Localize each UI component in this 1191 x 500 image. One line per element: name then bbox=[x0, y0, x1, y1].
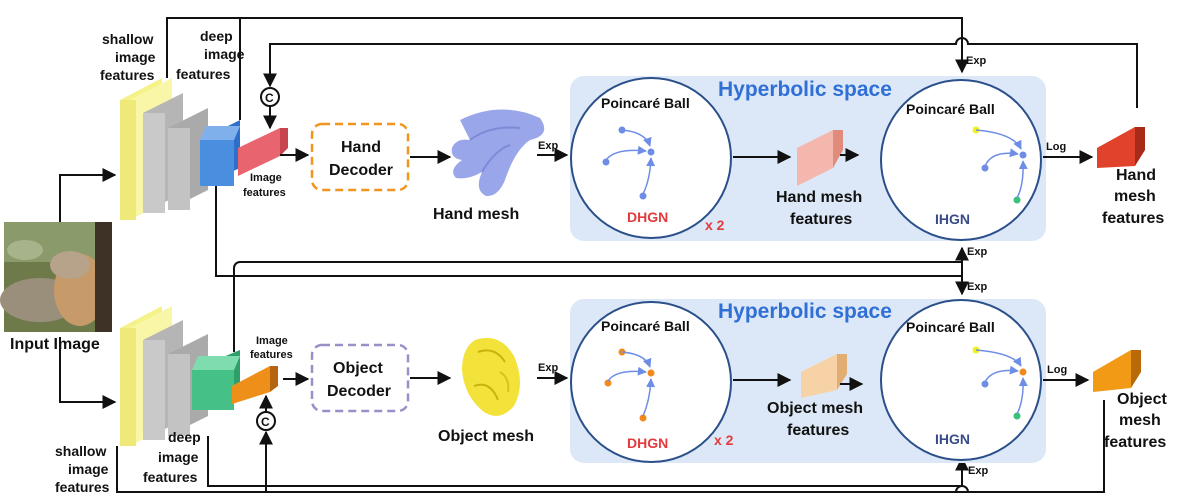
hand-out-label-2: mesh bbox=[1114, 188, 1156, 205]
object-exp-label: Exp bbox=[538, 362, 558, 374]
ihgn-bottom-node-blue bbox=[981, 380, 989, 388]
hand-decoder-label-1: Hand bbox=[341, 139, 381, 156]
object-feedback-loop bbox=[259, 430, 1104, 493]
bottom-encoder-stack bbox=[120, 306, 240, 446]
ihgn-top-node-blue bbox=[981, 164, 989, 172]
object-image-features-label-2: features bbox=[250, 349, 293, 361]
dhgn-top-node-3 bbox=[639, 192, 647, 200]
top-log-label: Log bbox=[1046, 141, 1066, 153]
hyperbolic-title-top: Hyperbolic space bbox=[718, 78, 892, 101]
top-exp-label-upper: Exp bbox=[966, 55, 986, 67]
ihgn-ball-bottom bbox=[880, 299, 1042, 461]
ihgn-ball-title-top: Poincaré Ball bbox=[906, 101, 995, 117]
dhgn-ball-title-bottom: Poincaré Ball bbox=[601, 318, 690, 334]
dhgn-label-bottom: DHGN bbox=[627, 435, 668, 451]
dhgn-label-top: DHGN bbox=[627, 209, 668, 225]
times-two-label-top: x 2 bbox=[705, 217, 725, 233]
hand-decoder-box bbox=[310, 122, 410, 192]
ihgn-ball-top bbox=[880, 79, 1042, 241]
bottom-shallow-label-3: features bbox=[55, 479, 110, 495]
object-decoder-label-1: Object bbox=[333, 360, 383, 377]
bottom-concat-symbol: C bbox=[261, 415, 270, 429]
hand-image-features-label-2: features bbox=[243, 187, 286, 199]
bottom-exp-label-upper: Exp bbox=[967, 281, 987, 293]
bottom-shallow-label-1: shallow bbox=[55, 443, 106, 459]
object-mesh-shape bbox=[462, 338, 520, 416]
times-two-label-bottom: x 2 bbox=[714, 432, 734, 448]
object-image-features-bar bbox=[232, 366, 278, 404]
object-mesh-features-mid-bar bbox=[801, 354, 847, 398]
dhgn-top-node-2 bbox=[602, 158, 610, 166]
object-out-label-3: features bbox=[1104, 434, 1166, 451]
ihgn-label-top: IHGN bbox=[935, 211, 970, 227]
top-deep-label-2: image bbox=[204, 46, 245, 62]
ihgn-bottom-center-node bbox=[1019, 368, 1027, 376]
object-out-label-1: Object bbox=[1117, 391, 1167, 408]
hand-out-label-3: features bbox=[1102, 210, 1164, 227]
object-mesh-features-mid-label-2: features bbox=[787, 422, 849, 439]
dhgn-ball-title-top: Poincaré Ball bbox=[601, 95, 690, 111]
shallow-feature-skip-line-top bbox=[166, 17, 969, 78]
top-shallow-label-3: features bbox=[100, 67, 155, 83]
top-encoder-stack bbox=[120, 78, 240, 220]
object-decoder-box bbox=[310, 343, 410, 413]
deep-feature-skip-line-bottom bbox=[207, 436, 969, 487]
ihgn-bottom-node-green bbox=[1013, 412, 1021, 420]
input-to-top-encoder-arrow bbox=[59, 168, 117, 222]
top-deep-label-1: deep bbox=[200, 28, 233, 44]
bottom-deep-label-1: deep bbox=[168, 429, 201, 445]
object-mesh-label: Object mesh bbox=[438, 428, 534, 445]
ihgn-top-node-green bbox=[1013, 196, 1021, 204]
hand-mesh-label: Hand mesh bbox=[433, 206, 519, 223]
top-shallow-label-1: shallow bbox=[102, 31, 153, 47]
input-image-label: Input Image bbox=[10, 336, 100, 353]
bottom-log-label: Log bbox=[1047, 364, 1067, 376]
hand-decoder-label-2: Decoder bbox=[329, 162, 393, 179]
dhgn-bottom-center-node bbox=[647, 369, 655, 377]
dhgn-bottom-node-2 bbox=[604, 379, 612, 387]
ihgn-top-center-node bbox=[1019, 151, 1027, 159]
hand-mesh-shape bbox=[451, 109, 545, 197]
object-decoder-label-2: Decoder bbox=[327, 383, 391, 400]
ihgn-ball-title-bottom: Poincaré Ball bbox=[906, 319, 995, 335]
top-deep-label-3: features bbox=[176, 66, 231, 82]
bottom-shallow-label-2: image bbox=[68, 461, 109, 477]
hand-out-label-1: Hand bbox=[1116, 167, 1156, 184]
ihgn-label-bottom: IHGN bbox=[935, 431, 970, 447]
object-image-features-label-1: Image bbox=[256, 335, 288, 347]
hand-image-features-bar bbox=[238, 128, 288, 176]
object-mesh-features-mid-label-1: Object mesh bbox=[767, 400, 863, 417]
bottom-exp-label-lower: Exp bbox=[968, 465, 988, 477]
object-deep-to-ihgn-arrow bbox=[233, 261, 969, 352]
dhgn-bottom-node-3 bbox=[639, 414, 647, 422]
hand-mesh-features-out-bar bbox=[1097, 127, 1145, 168]
object-out-label-2: mesh bbox=[1119, 412, 1161, 429]
top-exp-label-lower: Exp bbox=[967, 246, 987, 258]
hand-feedback-loop bbox=[263, 37, 1138, 108]
dhgn-top-center-node bbox=[647, 148, 655, 156]
hand-mesh-features-mid-label-1: Hand mesh bbox=[776, 189, 862, 206]
hyperbolic-title-bottom: Hyperbolic space bbox=[718, 300, 892, 323]
input-to-bottom-encoder-arrow bbox=[59, 337, 117, 409]
top-shallow-label-2: image bbox=[115, 49, 156, 65]
object-mesh-features-out-bar bbox=[1093, 350, 1141, 392]
hand-mesh-features-mid-label-2: features bbox=[790, 211, 852, 228]
hand-mesh-features-mid-bar bbox=[797, 130, 843, 186]
hand-exp-label: Exp bbox=[538, 140, 558, 152]
bottom-deep-label-3: features bbox=[143, 469, 198, 485]
hand-image-features-label-1: Image bbox=[250, 172, 282, 184]
bottom-deep-label-2: image bbox=[158, 449, 199, 465]
input-image bbox=[0, 222, 112, 332]
top-concat-symbol: C bbox=[265, 91, 274, 105]
